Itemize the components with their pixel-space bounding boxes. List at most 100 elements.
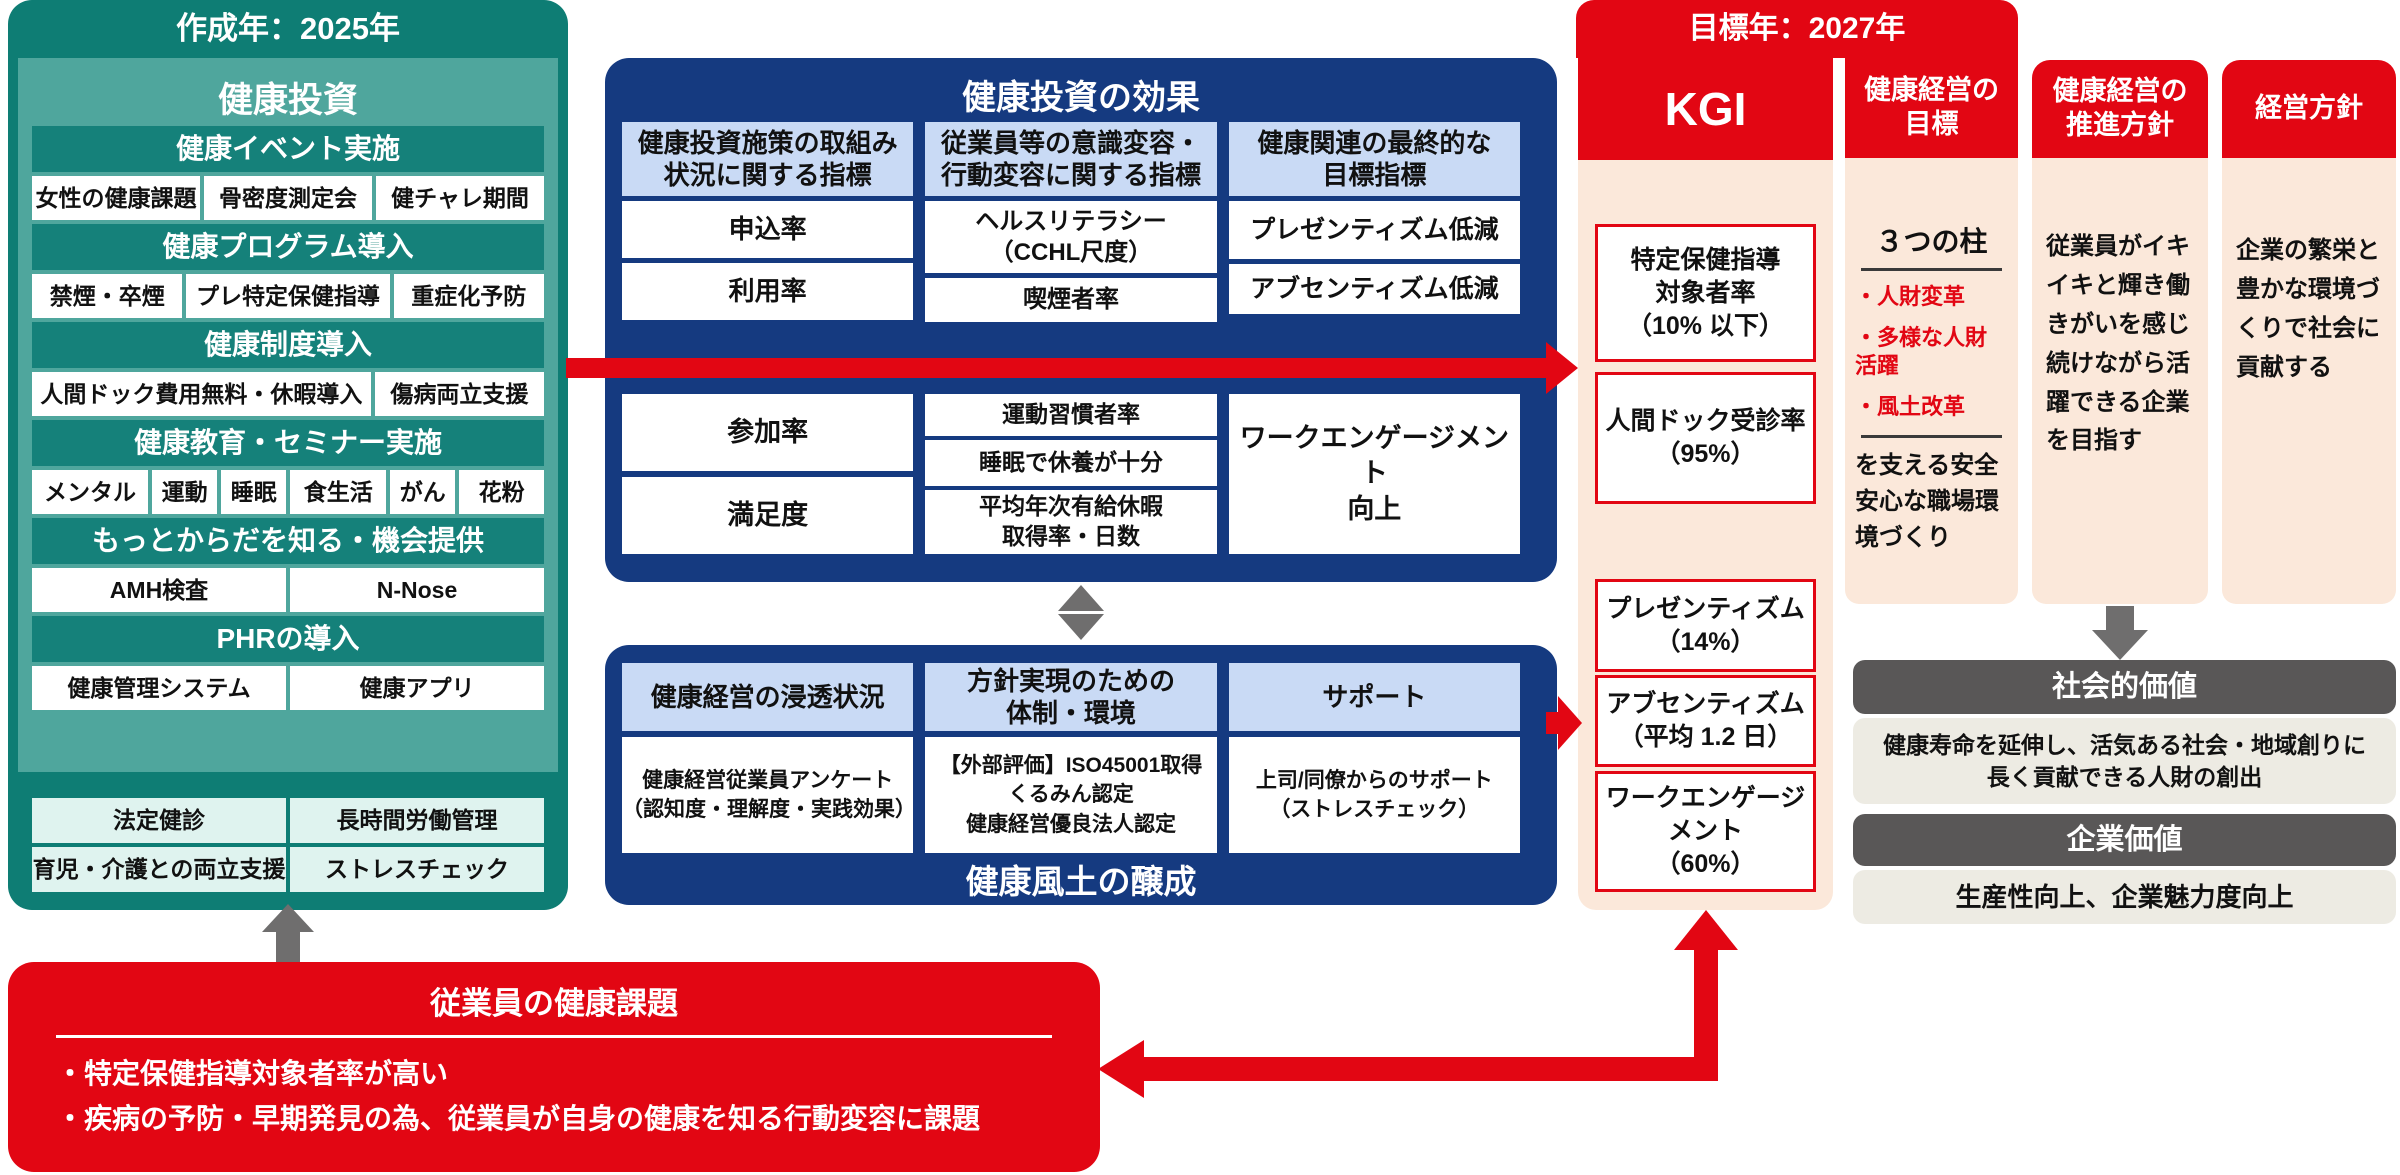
group-cells-systems: 人間ドック費用無料・休暇導入 傷病両立支援 — [32, 372, 544, 416]
corporate-value-body: 生産性向上、企業魅力度向上 — [1853, 870, 2396, 924]
culture-column-structure: 方針実現のための 体制・環境 【外部評価】ISO45001取得 くるみん認定 健… — [925, 663, 1217, 853]
header-line: 状況に関する指標 — [663, 160, 872, 190]
investment-item: 健康アプリ — [290, 666, 544, 710]
investment-title: 健康投資 — [217, 81, 358, 120]
group-cells-know-body: AMH検査 N-Nose — [32, 568, 544, 612]
effects-cell: 利用率 — [622, 263, 914, 320]
effects-header-initiatives: 健康投資施策の取組み 状況に関する指標 — [622, 122, 914, 196]
cell-line: ヘルスリテラシー — [975, 207, 1167, 235]
management-policy-body: 企業の繁栄と豊かな環境づくりで社会に貢献する — [2222, 158, 2396, 604]
kgi-line: （14%） — [1655, 627, 1756, 656]
divider — [1861, 435, 2002, 439]
divider — [56, 1035, 1052, 1038]
statutory-programs: 法定健診 長時間労働管理 育児・介護との両立支援 ストレスチェック — [32, 798, 544, 892]
culture-grid: 健康経営の浸透状況 健康経営従業員アンケート （認知度・理解度・実践効果） 方針… — [622, 663, 1520, 853]
culture-cell: 【外部評価】ISO45001取得 くるみん認定 健康経営優良法人認定 — [925, 737, 1217, 853]
effects-cell: アブセンティズム低減 — [1228, 264, 1520, 314]
connector-kgi-to-issues-horizontal — [1140, 1057, 1718, 1081]
effects-upper-grid: 健康投資施策の取組み 状況に関する指標 申込率 利用率 従業員等の意識変容・ 行… — [622, 122, 1520, 322]
management-policy-header: 経営方針 — [2222, 60, 2396, 158]
effects-cell: 平均年次有給休暇 取得率・日数 — [925, 490, 1217, 554]
kgi-line: （60%） — [1655, 850, 1756, 878]
header-line: 体制・環境 — [1005, 698, 1136, 728]
arrow-up-icon — [1674, 910, 1738, 950]
investment-item: 傷病両立支援 — [374, 372, 544, 416]
group-header-education: 健康教育・セミナー実施 — [32, 420, 544, 466]
investment-item: AMH検査 — [32, 568, 286, 612]
cell-line: くるみん認定 — [1008, 783, 1134, 807]
header-line: 健康経営の — [1864, 75, 1999, 106]
social-value-header: 社会的価値 — [1853, 660, 2396, 714]
group-cells-education: メンタル 運動 睡眠 食生活 がん 花粉 — [32, 470, 545, 514]
kgi-header: KGI — [1578, 58, 1833, 160]
kgi-box-engagement: ワークエンゲージ メント （60%） — [1595, 771, 1816, 892]
effects-column-engagement: ワークエンゲージメント 向上 — [1228, 394, 1520, 554]
goal-header: 健康経営の 目標 — [1845, 58, 2018, 158]
kgi-line: 特定保健指導 — [1630, 245, 1781, 274]
base-item: 育児・介護との両立支援 — [32, 847, 286, 892]
arrow-policy-to-social-value-shaft — [2106, 606, 2134, 632]
culture-header-structure: 方針実現のための 体制・環境 — [925, 663, 1217, 731]
kgi-line: プレゼンティズム — [1606, 594, 1805, 623]
goal-column: ３つの柱 ・人財変革 ・多様な人財活躍 ・風土改革 を支える安全安心な職場環境づ… — [1845, 158, 2018, 604]
effects-cell: ワークエンゲージメント 向上 — [1228, 394, 1520, 554]
investment-inner-panel: 健康投資 健康イベント実施 女性の健康課題 骨密度測定会 健チャレ期間 健康プロ… — [18, 58, 558, 772]
arrow-left-icon — [1098, 1040, 1144, 1098]
cell-line: 向上 — [1347, 493, 1402, 524]
header-line: 健康投資施策の取組み — [637, 127, 898, 158]
investment-item: プレ特定保健指導 — [186, 274, 390, 318]
issue-item: ・特定保健指導対象者率が高い — [56, 1058, 449, 1089]
effects-title: 健康投資の効果 — [962, 79, 1200, 117]
kgi-line: （95%） — [1655, 440, 1756, 468]
kgi-line: メント — [1667, 817, 1743, 845]
group-header-programs: 健康プログラム導入 — [32, 224, 544, 270]
target-year-banner: 目標年：2027年 — [1576, 0, 2018, 58]
base-item: 法定健診 — [32, 798, 286, 843]
arrow-up-shaft — [276, 930, 300, 962]
culture-header-support: サポート — [1228, 663, 1520, 731]
cell-line: ワークエンゲージメント — [1239, 423, 1510, 489]
group-header-systems: 健康制度導入 — [32, 322, 544, 368]
cell-line: （ストレスチェック） — [1269, 798, 1480, 821]
kgi-line: アブセンティズム — [1606, 690, 1805, 718]
investment-item: 人間ドック費用無料・休暇導入 — [32, 372, 371, 416]
effects-header-final-goals: 健康関連の最終的な 目標指標 — [1228, 122, 1520, 196]
effects-cell: 申込率 — [622, 201, 914, 258]
header-line: 従業員等の意識変容・ — [940, 127, 1201, 158]
header-line: 目標指標 — [1322, 160, 1427, 190]
body-line: 長く貢献できる人財の創出 — [1986, 764, 2263, 790]
kgi-line: 人間ドック受診率 — [1605, 407, 1806, 435]
kgi-column: 特定保健指導 対象者率 （10% 以下） 人間ドック受診率 （95%） プレゼン… — [1578, 160, 1833, 910]
arrow-down-icon — [2092, 630, 2148, 660]
cell-line: 平均年次有給休暇 — [978, 493, 1163, 520]
cell-line: 上司/同僚からのサポート — [1255, 768, 1493, 792]
kgi-box-presenteeism: プレゼンティズム （14%） — [1595, 579, 1816, 672]
double-arrow-up-icon — [1058, 585, 1104, 611]
pillar-item: ・風土改革 — [1855, 393, 1966, 419]
group-cells-phr: 健康管理システム 健康アプリ — [32, 666, 544, 710]
effects-column-initiatives: 健康投資施策の取組み 状況に関する指標 申込率 利用率 — [622, 122, 914, 322]
effects-cell: 睡眠で休養が十分 — [925, 440, 1217, 486]
investment-item: メンタル — [32, 470, 148, 514]
kgi-line: （平均 1.2 日） — [1618, 723, 1793, 751]
pillar-item: ・多様な人財活躍 — [1855, 324, 1988, 379]
header-line: 健康関連の最終的な — [1257, 127, 1492, 158]
employee-health-issues-box: 従業員の健康課題 ・特定保健指導対象者率が高い ・疾病の予防・早期発見の為、従業… — [8, 962, 1100, 1172]
cell-line: 取得率・日数 — [1001, 523, 1140, 549]
group-cells-programs: 禁煙・卒煙 プレ特定保健指導 重症化予防 — [32, 274, 545, 318]
effects-cell: 喫煙者率 — [925, 278, 1217, 322]
group-header-events: 健康イベント実施 — [32, 126, 544, 172]
group-header-phr: PHRの導入 — [32, 616, 544, 662]
effects-cell: プレゼンティズム低減 — [1228, 201, 1520, 259]
effects-column-behavior: 従業員等の意識変容・ 行動変容に関する指標 ヘルスリテラシー （CCHL尺度） … — [925, 122, 1217, 322]
culture-cell: 健康経営従業員アンケート （認知度・理解度・実践効果） — [622, 737, 916, 853]
cell-line: 【外部評価】ISO45001取得 — [939, 753, 1203, 777]
promotion-policy-body: 従業員がイキイキと輝き働きがいを感じ続けながら活躍できる企業を目指す — [2032, 158, 2208, 604]
arrow-issues-to-investment-icon — [262, 904, 314, 932]
header-line: 行動変容に関する指標 — [940, 160, 1201, 190]
effects-cell: 満足度 — [622, 477, 914, 554]
effects-lower-grid: 参加率 満足度 運動習慣者率 睡眠で休養が十分 平均年次有給休暇 取得率・日数 … — [622, 394, 1520, 554]
culture-block: 健康経営の浸透状況 健康経営従業員アンケート （認知度・理解度・実践効果） 方針… — [605, 645, 1557, 905]
investment-item: 運動 — [152, 470, 218, 514]
group-header-know-body: もっとからだを知る・機会提供 — [32, 518, 544, 564]
